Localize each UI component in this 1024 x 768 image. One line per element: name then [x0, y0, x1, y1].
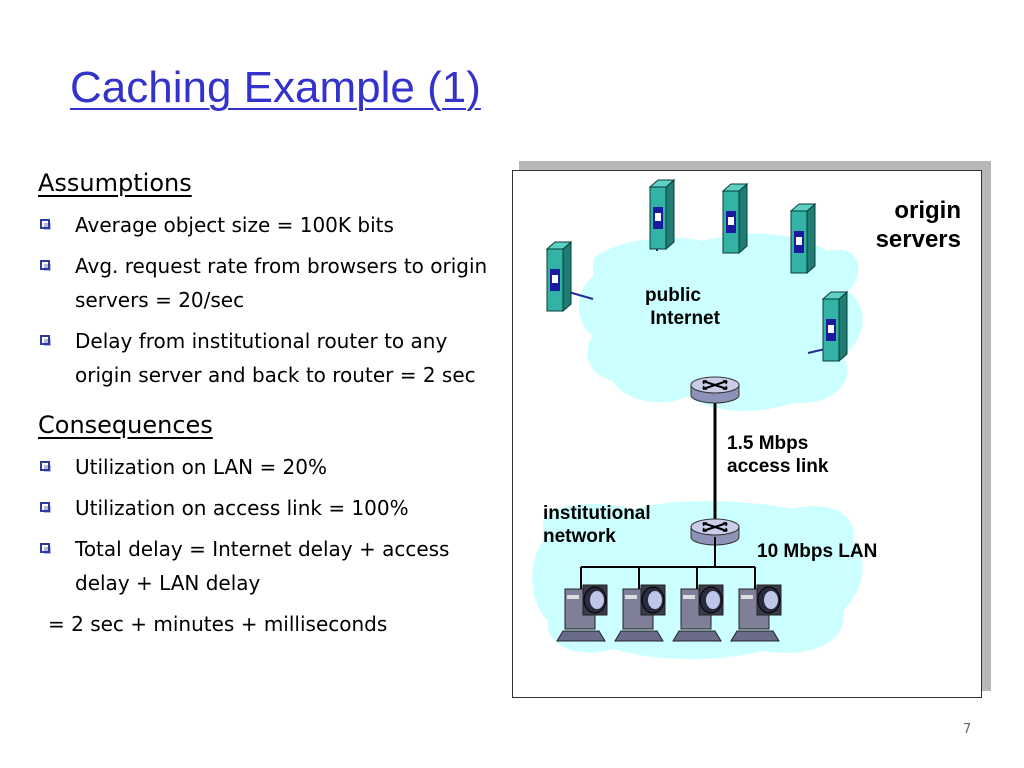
list-item: Total delay = Internet delay + access de…: [38, 532, 495, 600]
pc-icon: [672, 584, 724, 642]
public-internet-label: public Internet: [645, 285, 720, 329]
origin-server-icon: [546, 241, 572, 312]
total-delay-equation: = 2 sec + minutes + milliseconds: [48, 612, 388, 636]
consequence-text: Utilization on LAN = 20%: [75, 455, 328, 479]
assumption-text: Delay from institutional router to any o…: [75, 329, 476, 387]
square-bullet-icon: [40, 543, 51, 554]
list-item: Utilization on LAN = 20%: [38, 450, 495, 484]
text-column: Assumptions Average object size = 100K b…: [38, 164, 498, 641]
assumptions-list: Average object size = 100K bits Avg. req…: [38, 208, 498, 392]
list-item: Avg. request rate from browsers to origi…: [38, 249, 495, 317]
consequence-text: Utilization on access link = 100%: [75, 496, 409, 520]
square-bullet-icon: [40, 461, 51, 472]
page-number: 7: [963, 722, 972, 737]
origin-server-icon: [722, 183, 748, 254]
pc-icon: [556, 584, 608, 642]
network-diagram-svg: [532, 179, 863, 660]
slide-title: Caching Example (1): [70, 63, 481, 112]
consequence-text: Total delay = Internet delay + access de…: [75, 537, 450, 595]
assumptions-heading: Assumptions: [38, 169, 192, 197]
origin-servers-label: origin servers: [875, 197, 961, 253]
network-diagram: origin servers public Internet 1.5 Mbps …: [512, 170, 982, 698]
public-internet-cloud: [578, 233, 863, 412]
square-bullet-icon: [40, 335, 51, 346]
pc-icon: [614, 584, 666, 642]
list-item: Average object size = 100K bits: [38, 208, 495, 242]
list-item: Utilization on access link = 100%: [38, 491, 495, 525]
public-router-icon: [690, 376, 740, 404]
consequences-heading: Consequences: [38, 411, 213, 439]
origin-server-icon: [822, 291, 848, 362]
consequences-list: Utilization on LAN = 20% Utilization on …: [38, 450, 498, 600]
assumption-text: Average object size = 100K bits: [75, 213, 394, 237]
list-item: Delay from institutional router to any o…: [38, 324, 495, 392]
origin-server-icon: [649, 179, 675, 250]
pc-icon: [730, 584, 782, 642]
lan-label: 10 Mbps LAN: [757, 541, 878, 562]
access-link-label: 1.5 Mbps access link: [727, 433, 829, 477]
square-bullet-icon: [40, 219, 51, 230]
origin-server-icon: [790, 203, 816, 274]
square-bullet-icon: [40, 502, 51, 513]
assumption-text: Avg. request rate from browsers to origi…: [75, 254, 488, 312]
square-bullet-icon: [40, 260, 51, 271]
institutional-network-label: institutional network: [543, 503, 651, 547]
